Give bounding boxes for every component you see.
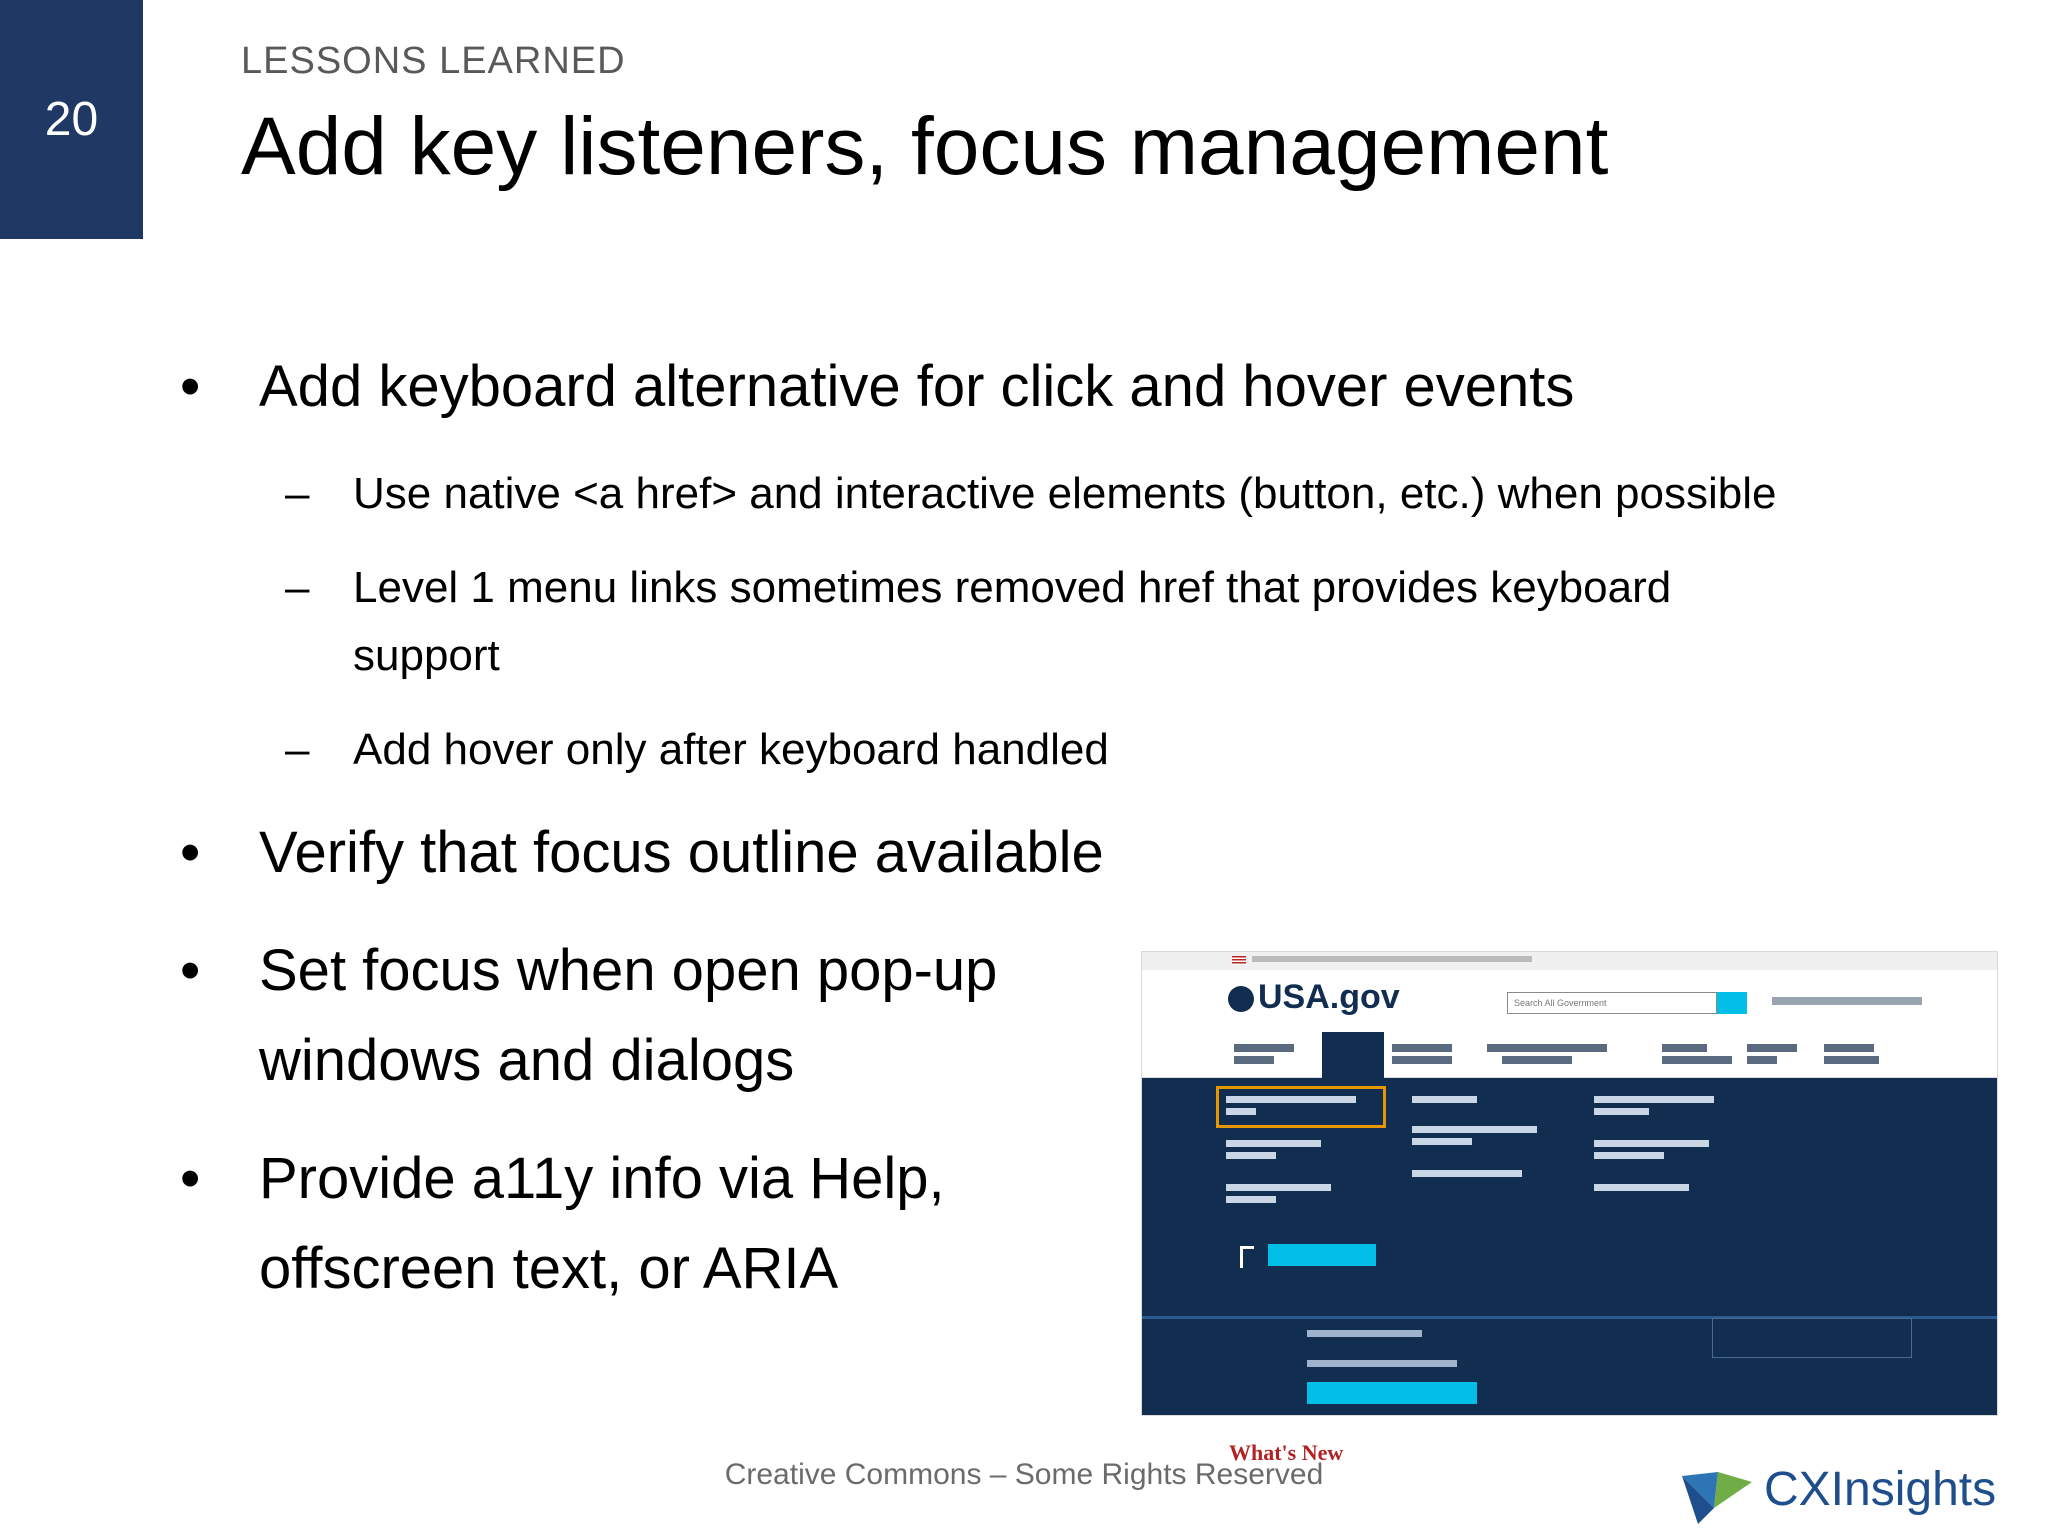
usagov-logo-text: USA.gov xyxy=(1258,978,1400,1016)
nav-item xyxy=(1747,1056,1777,1064)
bullet-text: Add keyboard alternative for click and h… xyxy=(259,354,1575,419)
usagov-logo: USA.gov xyxy=(1228,978,1400,1017)
sub-text: Use native <a href> and interactive elem… xyxy=(353,469,1777,518)
nav-item xyxy=(1824,1056,1879,1064)
usagov-screenshot: USA.gov Search All Government xyxy=(1141,951,1998,1416)
bullet-2: • Verify that focus outline available xyxy=(180,808,1280,898)
us-flag-icon xyxy=(1232,956,1246,965)
menu-link xyxy=(1307,1330,1422,1337)
sub-text: support xyxy=(353,631,500,680)
menu-link xyxy=(1412,1096,1477,1103)
bullet-text: Provide a11y info via Help, xyxy=(259,1146,945,1211)
slide-number: 20 xyxy=(44,93,99,146)
footer-license: Creative Commons – Some Rights Reserved xyxy=(724,1458,1324,1491)
bullet-text: Verify that focus outline available xyxy=(259,820,1104,885)
bullet-dot: • xyxy=(180,820,201,885)
sub-text: Level 1 menu links sometimes removed hre… xyxy=(353,563,1672,612)
screenshot-mega-menu xyxy=(1142,1078,1997,1415)
slide-number-box: 20 xyxy=(0,0,143,239)
screenshot-nav xyxy=(1142,1032,1997,1078)
whats-new-label: What's New xyxy=(1229,1440,1344,1465)
nav-item xyxy=(1392,1044,1452,1052)
nav-item xyxy=(1392,1056,1452,1064)
gov-banner xyxy=(1142,952,1997,970)
bullet-3: • Set focus when open pop-up windows and… xyxy=(180,926,1130,1106)
nav-item xyxy=(1662,1056,1732,1064)
menu-link xyxy=(1226,1108,1256,1115)
sub-dash: – xyxy=(285,469,310,518)
menu-link xyxy=(1226,1196,1276,1203)
brand-name: CXInsights xyxy=(1764,1463,1997,1516)
bullet-dot: • xyxy=(180,1146,201,1211)
banner-text-placeholder xyxy=(1252,956,1532,962)
bullet-text: offscreen text, or ARIA xyxy=(259,1236,839,1301)
menu-link xyxy=(1594,1152,1664,1159)
menu-link xyxy=(1594,1184,1689,1191)
sub-bullet-2: – Level 1 menu links sometimes removed h… xyxy=(285,554,1985,622)
nav-item xyxy=(1662,1044,1707,1052)
nav-item xyxy=(1234,1044,1294,1052)
slide-title: Add key listeners, focus management xyxy=(241,101,1609,192)
bullet-dot: • xyxy=(180,354,201,419)
screenshot-search-button xyxy=(1717,992,1747,1014)
find-topics-button xyxy=(1307,1382,1477,1404)
menu-link xyxy=(1226,1184,1331,1191)
sub-dash: – xyxy=(285,725,310,774)
menu-link xyxy=(1226,1096,1356,1103)
bullet-dot: • xyxy=(180,938,201,1003)
cxinsights-brand: CXInsights xyxy=(1680,1462,2000,1532)
nav-item-active xyxy=(1322,1032,1384,1078)
menu-link xyxy=(1594,1108,1649,1115)
sub-text: Add hover only after keyboard handled xyxy=(353,725,1109,774)
bullet-text: Set focus when open pop-up xyxy=(259,938,998,1003)
nav-item xyxy=(1824,1044,1874,1052)
sub-bullet-3: – Add hover only after keyboard handled xyxy=(285,716,1985,784)
menu-link xyxy=(1307,1360,1457,1367)
screenshot-panel-box xyxy=(1712,1318,1912,1358)
bullet-1: • Add keyboard alternative for click and… xyxy=(180,342,1880,432)
focus-outline xyxy=(1216,1086,1386,1128)
nav-item xyxy=(1234,1056,1274,1064)
menu-link xyxy=(1594,1140,1709,1147)
flag-icon xyxy=(1240,1246,1254,1268)
menu-link xyxy=(1412,1138,1472,1145)
menu-link xyxy=(1412,1170,1522,1177)
nav-item xyxy=(1502,1056,1572,1064)
screenshot-contact-links xyxy=(1772,997,1922,1005)
bullet-text: windows and dialogs xyxy=(259,1028,795,1093)
cxinsights-logo-icon xyxy=(1682,1472,1752,1524)
menu-divider xyxy=(1142,1316,1997,1319)
usagov-logo-icon xyxy=(1228,986,1254,1013)
screenshot-search-input: Search All Government xyxy=(1507,992,1717,1014)
bullet-4: • Provide a11y info via Help, offscreen … xyxy=(180,1134,1130,1314)
section-label: LESSONS LEARNED xyxy=(241,40,626,82)
menu-link xyxy=(1226,1140,1321,1147)
sub-bullet-2-cont: support xyxy=(285,622,1985,690)
menu-link xyxy=(1594,1096,1714,1103)
menu-link xyxy=(1226,1152,1276,1159)
nav-item xyxy=(1487,1044,1607,1052)
menu-link xyxy=(1412,1126,1537,1133)
sub-bullet-1: – Use native <a href> and interactive el… xyxy=(285,460,1985,528)
sub-dash: – xyxy=(285,563,310,612)
about-us-button xyxy=(1268,1244,1376,1266)
nav-item xyxy=(1747,1044,1797,1052)
